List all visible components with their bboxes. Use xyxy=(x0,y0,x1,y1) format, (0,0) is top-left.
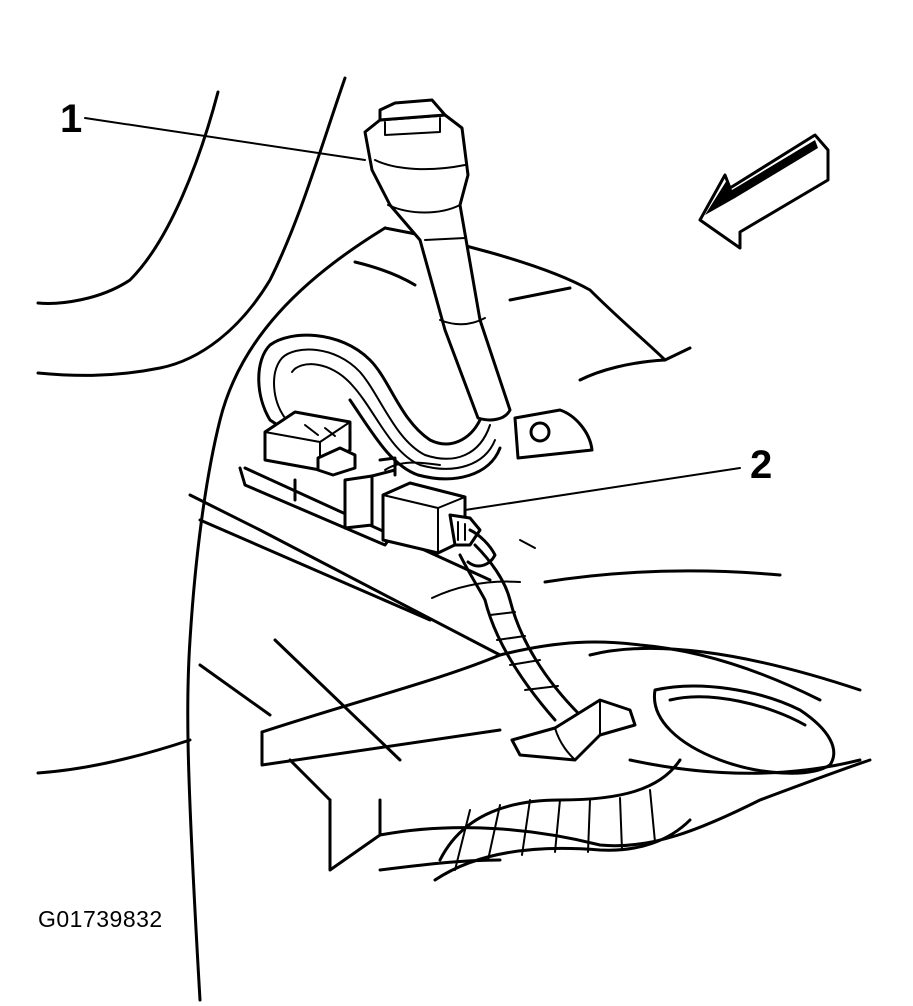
connector-right xyxy=(381,481,582,722)
callout-2: 2 xyxy=(750,443,772,487)
view-direction-arrow-icon xyxy=(698,133,830,250)
seat-belt-buckle xyxy=(363,98,512,422)
figure-id: G01739832 xyxy=(38,906,163,932)
vehicle-structure xyxy=(36,76,872,1002)
harness-clip xyxy=(510,698,637,762)
callout-1: 1 xyxy=(60,97,82,141)
wire-harness-loop xyxy=(257,333,502,481)
callout-leaders xyxy=(84,117,741,511)
connector-left xyxy=(263,410,357,477)
